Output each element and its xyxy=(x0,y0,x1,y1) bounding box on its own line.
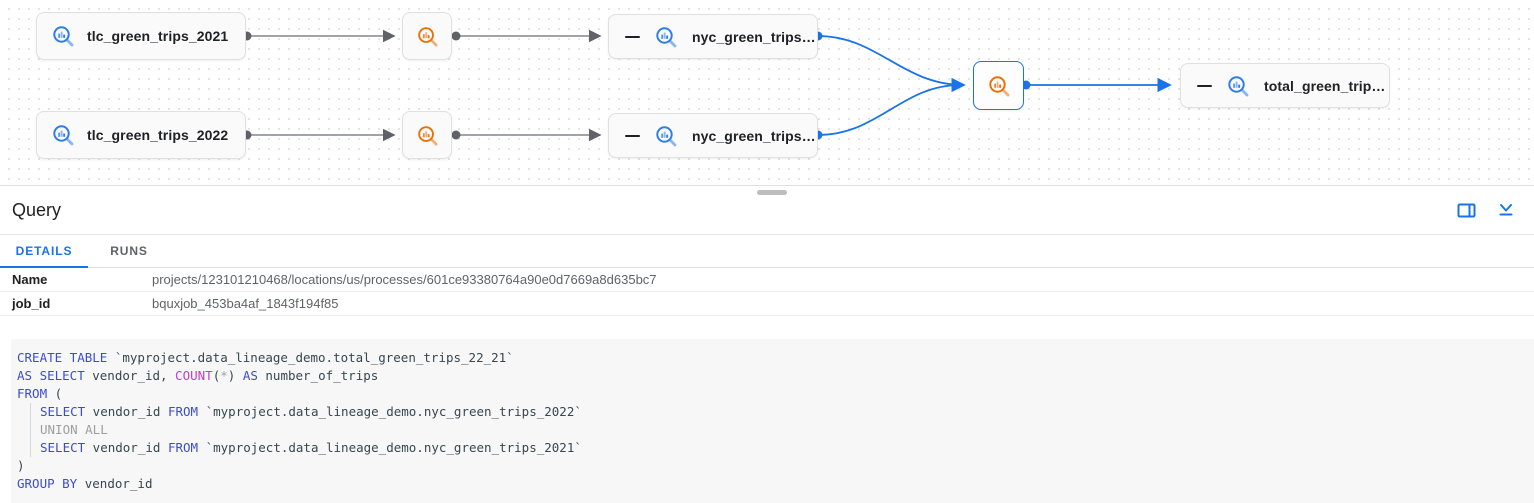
sql-line: ) xyxy=(17,458,25,473)
sql-code-block: CREATE TABLE `myproject.data_lineage_dem… xyxy=(11,339,1534,503)
node-label: total_green_trip… xyxy=(1264,77,1386,94)
bigquery-table-icon xyxy=(1228,75,1249,96)
sql-line: AS SELECT vendor_id, COUNT(*) AS number_… xyxy=(17,368,379,383)
panel-tabs: DETAILS RUNS xyxy=(0,235,1534,268)
node-label: tlc_green_trips_2021 xyxy=(87,28,229,44)
table-node-tlc-green-trips-2022[interactable]: tlc_green_trips_2022 xyxy=(36,111,246,159)
node-label: nyc_green_trips… xyxy=(692,127,816,144)
field-value: projects/123101210468/locations/us/proce… xyxy=(152,272,657,287)
split-view-icon xyxy=(1457,203,1475,217)
bigquery-table-icon xyxy=(53,125,74,146)
collapse-panel-button[interactable] xyxy=(1496,200,1516,220)
collapse-columns-icon[interactable] xyxy=(1197,84,1212,87)
sql-line: SELECT vendor_id FROM `myproject.data_li… xyxy=(40,404,582,419)
panel-header-actions xyxy=(1456,200,1524,220)
panel-header: Query xyxy=(0,186,1534,235)
table-node-nyc-green-trips-2021[interactable]: nyc_green_trips… xyxy=(608,14,818,59)
process-node-query-selected[interactable] xyxy=(973,61,1024,110)
table-node-total-green-trips[interactable]: total_green_trip… xyxy=(1180,63,1390,108)
sql-line: SELECT vendor_id FROM `myproject.data_li… xyxy=(40,440,582,455)
node-label: nyc_green_trips… xyxy=(692,28,816,45)
process-node-2[interactable] xyxy=(402,111,452,159)
bigquery-table-icon xyxy=(656,125,677,146)
bigquery-process-icon xyxy=(417,125,437,145)
field-row-name: Name projects/123101210468/locations/us/… xyxy=(0,268,1534,292)
panel-resize-handle[interactable] xyxy=(757,190,787,195)
sql-indent-block: SELECT vendor_id FROM `myproject.data_li… xyxy=(30,403,1524,457)
bigquery-process-icon xyxy=(988,75,1009,96)
collapse-panel-icon xyxy=(1499,204,1513,216)
field-label: job_id xyxy=(12,296,51,311)
field-value: bquxjob_453ba4af_1843f194f85 xyxy=(152,296,339,311)
table-node-tlc-green-trips-2021[interactable]: tlc_green_trips_2021 xyxy=(36,12,246,60)
split-view-button[interactable] xyxy=(1456,200,1476,220)
panel-title: Query xyxy=(12,199,62,220)
bigquery-table-icon xyxy=(53,26,74,47)
process-node-1[interactable] xyxy=(402,12,452,60)
tab-runs[interactable]: RUNS xyxy=(110,244,148,258)
field-label: Name xyxy=(12,272,48,287)
lineage-graph[interactable]: tlc_green_trips_2021 nyc_green_trips… xyxy=(0,0,1534,186)
sql-line: GROUP BY vendor_id xyxy=(17,476,153,491)
table-node-nyc-green-trips-2022[interactable]: nyc_green_trips… xyxy=(608,113,818,158)
collapse-columns-icon[interactable] xyxy=(625,134,640,137)
sql-line: FROM ( xyxy=(17,386,63,401)
query-details-panel: Query DETAILS RUNS xyxy=(0,186,1534,503)
field-row-job-id: job_id bquxjob_453ba4af_1843f194f85 xyxy=(0,292,1534,316)
bigquery-process-icon xyxy=(417,26,437,46)
collapse-columns-icon[interactable] xyxy=(625,35,640,38)
tab-details[interactable]: DETAILS xyxy=(0,235,88,268)
sql-line: CREATE TABLE `myproject.data_lineage_dem… xyxy=(17,350,514,365)
node-label: tlc_green_trips_2022 xyxy=(87,127,229,143)
sql-line: UNION ALL xyxy=(40,422,108,437)
bigquery-table-icon xyxy=(656,26,677,47)
